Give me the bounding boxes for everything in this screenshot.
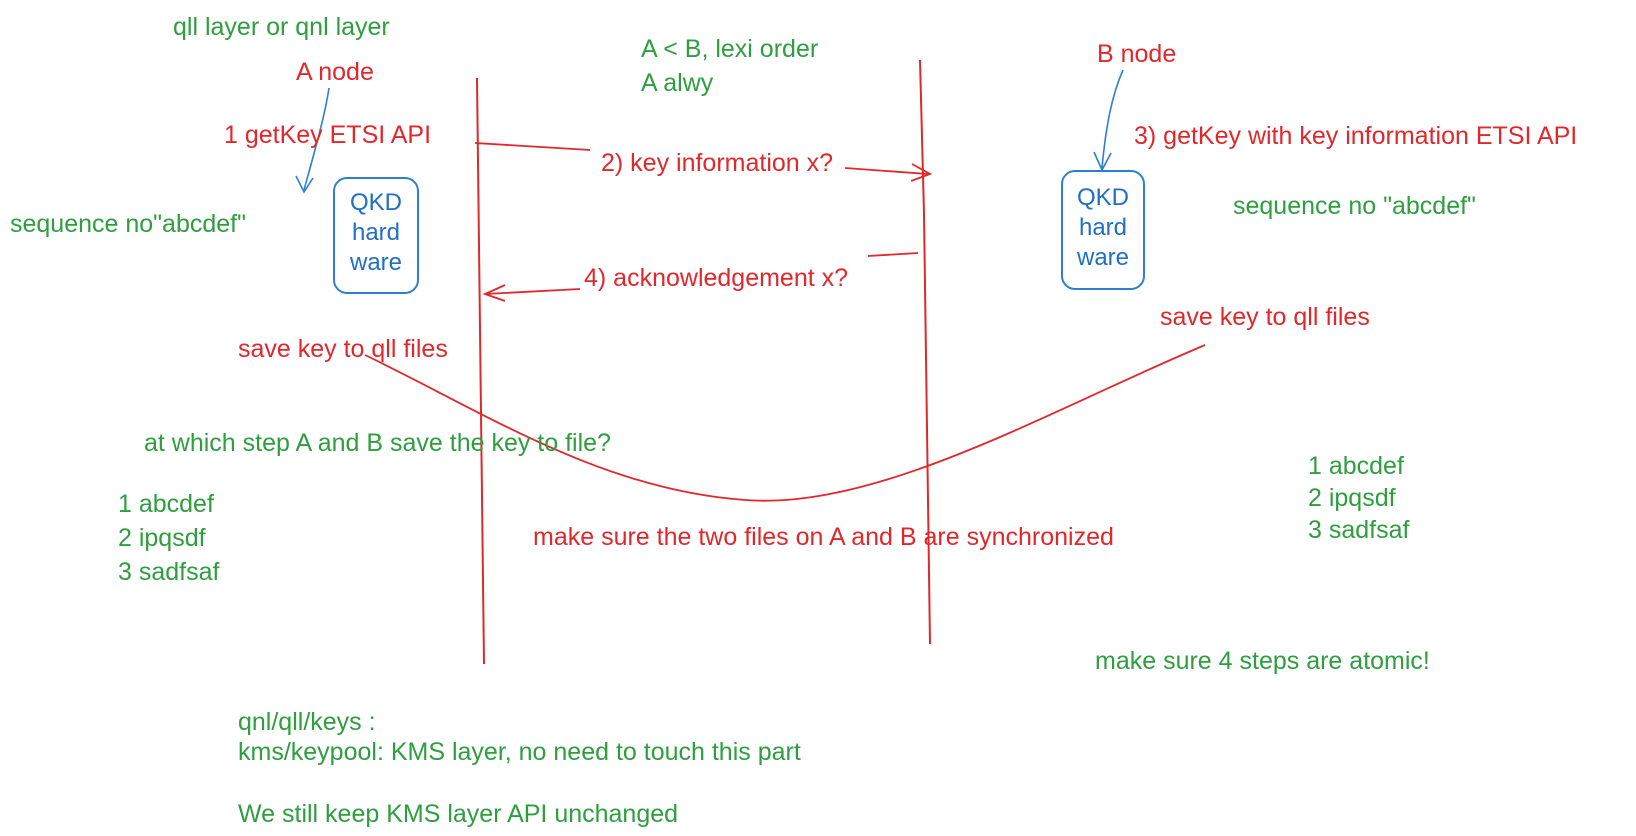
ordering-note-line1: A < B, lexi order <box>641 35 819 63</box>
arrow-step4-line <box>484 252 919 295</box>
b-hardware-line1: QKD <box>1076 184 1129 211</box>
lifeline-b <box>919 59 931 645</box>
b-key-item: 3 sadfsaf <box>1308 516 1410 544</box>
b-qkd-hardware-label: QKD hard ware <box>1063 183 1143 273</box>
a-qkd-hardware-label: QKD hard ware <box>335 188 417 278</box>
b-hardware-line3: ware <box>1076 244 1130 271</box>
layer-note: qll layer or qnl layer <box>173 13 390 41</box>
atomic-note: make sure 4 steps are atomic! <box>1095 647 1430 675</box>
kms-api-note: We still keep KMS layer API unchanged <box>238 800 679 828</box>
a-hardware-line3: ware <box>349 249 403 276</box>
a-save-note: save key to qll files <box>238 335 448 363</box>
a-node-title: A node <box>296 58 374 86</box>
a-key-list: 1 abcdef 2 ipqsdf 3 sadfsaf <box>118 487 219 589</box>
step3-label: 3) getKey with key information ETSI API <box>1134 122 1578 150</box>
arrow-a-node-to-hardware <box>303 87 330 191</box>
step1-label: 1 getKey ETSI API <box>224 121 432 149</box>
a-sequence-note: sequence no"abcdef" <box>10 210 246 238</box>
b-sequence-note: sequence no "abcdef" <box>1233 192 1476 220</box>
b-qkd-hardware-box: QKD hard ware <box>1061 170 1145 290</box>
sync-note: make sure the two files on A and B are s… <box>533 523 1114 551</box>
a-key-item: 3 sadfsaf <box>118 558 220 586</box>
arrow-step4-head <box>482 284 506 302</box>
a-hardware-line1: QKD <box>349 189 402 216</box>
lifeline-a <box>476 77 485 665</box>
b-hardware-line2: hard <box>1078 214 1128 241</box>
a-key-item: 1 abcdef <box>118 490 214 518</box>
keys-path-note: qnl/qll/keys : <box>238 708 376 736</box>
arrow-a-head <box>295 175 314 194</box>
a-qkd-hardware-box: QKD hard ware <box>333 177 419 294</box>
step2-label: 2) key information x? <box>601 149 834 177</box>
a-key-item: 2 ipqsdf <box>118 524 206 552</box>
b-key-item: 2 ipqsdf <box>1308 484 1396 512</box>
sync-curve <box>364 344 1206 502</box>
arrow-step2-line <box>474 142 929 175</box>
b-key-item: 1 abcdef <box>1308 452 1404 480</box>
step4-label: 4) acknowledgement x? <box>584 264 849 292</box>
arrow-step2-head <box>910 163 933 182</box>
question-note: at which step A and B save the key to fi… <box>144 429 611 457</box>
b-node-title: B node <box>1097 40 1177 68</box>
a-hardware-line2: hard <box>351 219 401 246</box>
ordering-note-line2: A alwy <box>641 69 714 97</box>
b-save-note: save key to qll files <box>1160 303 1370 331</box>
arrow-b-node-to-hardware <box>1101 69 1124 169</box>
keypool-note: kms/keypool: KMS layer, no need to touch… <box>238 738 801 766</box>
b-key-list: 1 abcdef 2 ipqsdf 3 sadfsaf <box>1308 450 1409 546</box>
